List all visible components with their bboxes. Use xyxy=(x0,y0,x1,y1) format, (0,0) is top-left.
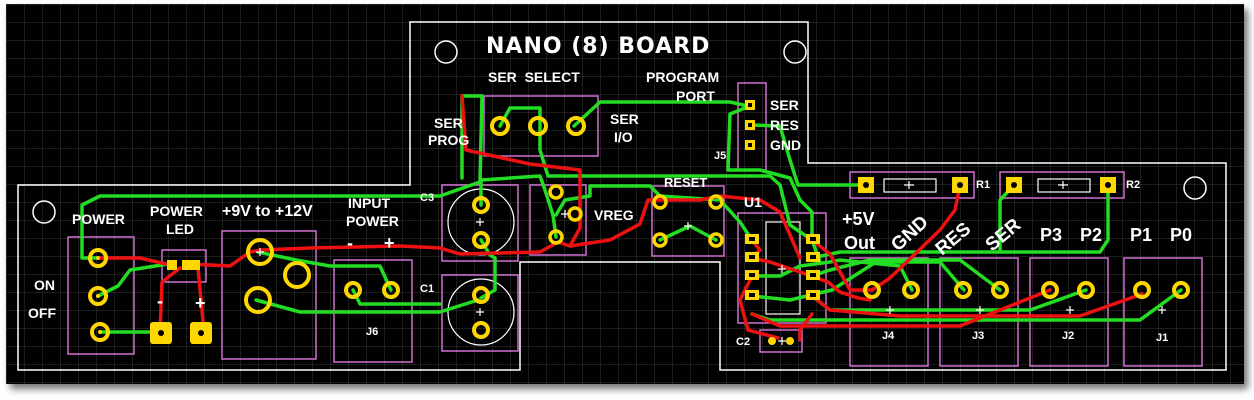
ser-io-label-line2: I/O xyxy=(614,129,633,145)
plus5v-label-line1: +5V xyxy=(842,209,875,229)
j1-outline xyxy=(1123,257,1203,367)
switch-outline xyxy=(67,236,135,355)
red-traces xyxy=(96,94,1144,342)
r2-outline xyxy=(999,171,1125,199)
j2-label: J2 xyxy=(1062,330,1075,342)
mounting-hole xyxy=(783,40,807,64)
switch-on-label: ON xyxy=(34,277,55,293)
c3-label: C3 xyxy=(420,192,435,204)
pads xyxy=(88,100,1190,345)
input-power-label-line1: INPUT xyxy=(348,195,390,211)
j4-label: J4 xyxy=(882,330,895,342)
pin-gnd-label: GND xyxy=(770,137,802,153)
program-port-label-line2: PORT xyxy=(676,88,715,104)
ser-select-label: SER SELECT xyxy=(488,69,580,85)
reset-label: RESET xyxy=(664,175,708,190)
j3-label: J3 xyxy=(972,330,985,342)
board-title: NANO (8) BOARD xyxy=(486,34,711,59)
switch-off-label: OFF xyxy=(28,305,56,321)
ser-io-label-line1: SER xyxy=(610,111,639,127)
ser-prog-label-line1: SER xyxy=(434,115,463,131)
led-plus-label: + xyxy=(195,293,206,313)
pin-res-label: RES xyxy=(770,117,799,133)
p3-label: P3 xyxy=(1040,225,1063,245)
j6-label: J6 xyxy=(366,326,379,338)
input-minus-label: - xyxy=(347,233,353,253)
input-power-label-line2: POWER xyxy=(346,213,399,229)
j3-outline xyxy=(939,257,1019,367)
vreg-label: VREG xyxy=(594,207,634,223)
c2-label: C2 xyxy=(736,336,751,348)
c2-outline xyxy=(759,329,803,353)
p2-label: P2 xyxy=(1080,225,1103,245)
plus-marks xyxy=(256,210,1166,345)
power-led-label-line1: POWER xyxy=(150,203,203,219)
r1-label: R1 xyxy=(976,179,991,191)
ser-prog-label-line2: PROG xyxy=(428,132,470,148)
board-outline xyxy=(17,21,1227,371)
mounting-hole xyxy=(32,200,56,224)
voltage-label: +9V to +12V xyxy=(222,203,313,220)
led-minus-label: - xyxy=(157,291,163,311)
plus5v-label-line2: Out xyxy=(844,233,875,253)
power-jack-outline xyxy=(221,230,317,360)
mounting-hole xyxy=(434,40,458,64)
p1-label: P1 xyxy=(1130,225,1153,245)
p0-label: P0 xyxy=(1170,225,1193,245)
reset-outline xyxy=(651,185,725,257)
mounting-hole xyxy=(1183,176,1207,200)
resistor-bodies xyxy=(883,178,1091,193)
program-port-label-line1: PROGRAM xyxy=(646,69,720,85)
j5-label: J5 xyxy=(714,150,727,162)
power-led-label-line2: LED xyxy=(166,221,194,237)
pin-ser-label: SER xyxy=(770,97,799,113)
input-plus-label: + xyxy=(384,233,395,253)
c1-label: C1 xyxy=(420,283,435,295)
power-label: POWER xyxy=(72,211,125,227)
r2-label: R2 xyxy=(1126,179,1141,191)
j1-label: J1 xyxy=(1156,332,1169,344)
j2-outline xyxy=(1029,257,1109,367)
u1-label: U1 xyxy=(744,194,762,210)
